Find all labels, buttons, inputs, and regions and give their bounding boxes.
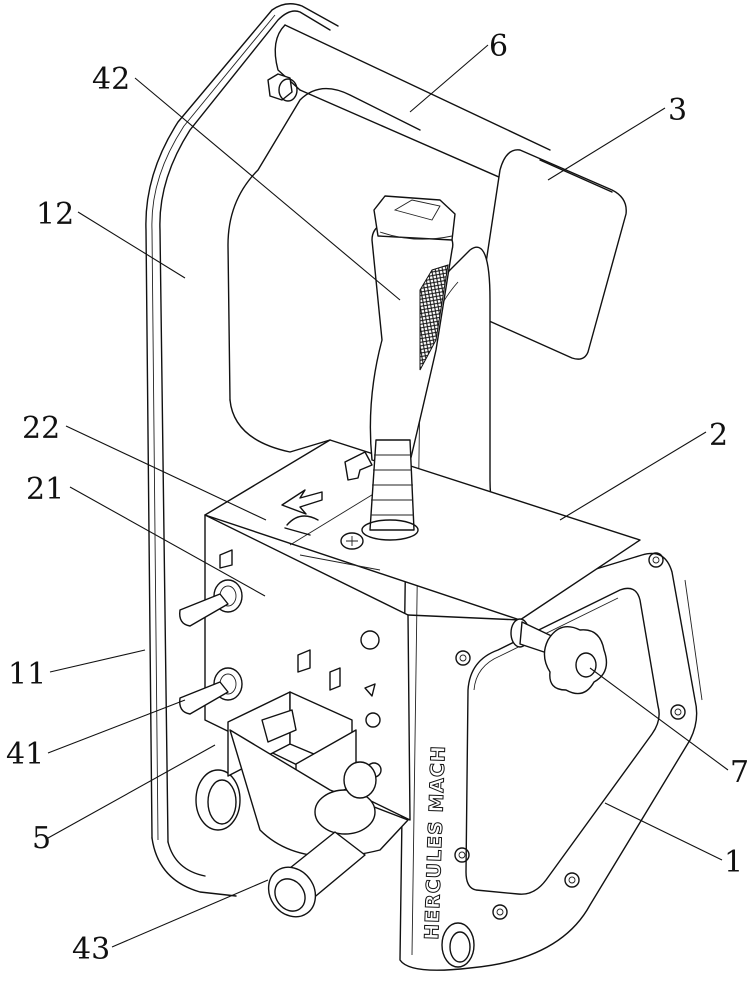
callout-21: 21 <box>26 472 64 507</box>
frame-screw <box>455 650 471 666</box>
callout-22: 22 <box>22 411 60 446</box>
top-screw <box>340 532 364 550</box>
leader-22 <box>65 425 267 521</box>
callout-1: 1 <box>724 845 743 880</box>
callout-7: 7 <box>730 755 749 790</box>
leader-3 <box>547 107 666 181</box>
leader-12 <box>77 211 186 279</box>
callout-43: 43 <box>72 932 110 967</box>
leader-21 <box>69 486 266 597</box>
leader-11 <box>49 649 146 673</box>
callout-41: 41 <box>6 737 44 772</box>
left-frame <box>145 3 421 897</box>
frame-screw <box>492 904 508 920</box>
leader-2 <box>559 431 707 521</box>
frame-screw <box>648 552 664 568</box>
callout-5: 5 <box>32 821 51 856</box>
leader-6 <box>409 44 489 113</box>
callout-labels: 6 42 3 12 22 2 21 11 41 7 5 1 43 <box>6 29 749 967</box>
leader-1 <box>604 802 723 861</box>
knob-screw <box>510 618 608 695</box>
leader-lines <box>47 44 729 948</box>
right-frame: HERCULES MACH <box>399 246 703 971</box>
frame-screw <box>454 847 470 863</box>
leader-43 <box>111 879 269 948</box>
callout-3: 3 <box>668 93 687 128</box>
callout-42: 42 <box>92 62 130 97</box>
toggle-switch-upper <box>179 579 243 627</box>
callout-11: 11 <box>8 657 46 692</box>
leader-42 <box>134 77 401 301</box>
callout-12: 12 <box>36 197 74 232</box>
handle-cover <box>477 149 627 360</box>
callout-2: 2 <box>709 418 728 453</box>
leader-7 <box>589 667 729 771</box>
frame-screw <box>564 872 580 888</box>
leader-5 <box>47 744 216 839</box>
frame-screw <box>670 704 686 720</box>
callout-6: 6 <box>489 29 508 64</box>
leader-41 <box>47 699 186 754</box>
emergency-stop <box>229 729 409 918</box>
joystick <box>361 195 456 541</box>
